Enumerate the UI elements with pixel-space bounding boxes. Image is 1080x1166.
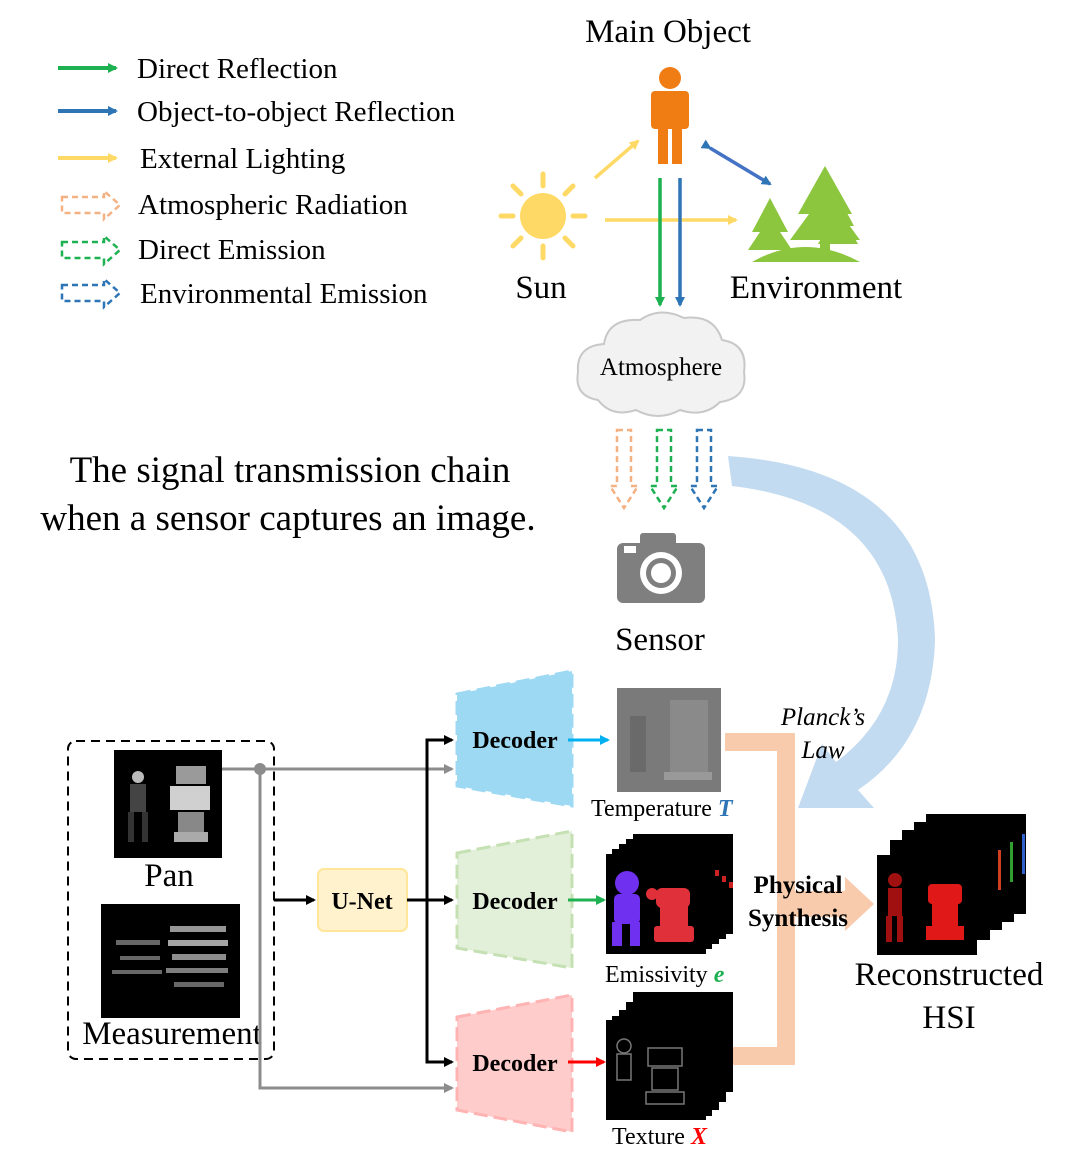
legend-label: Environmental Emission	[140, 278, 428, 310]
plancks-law-line-1: Planck’s	[780, 704, 865, 731]
trees-icon	[748, 166, 860, 262]
main-object-label: Main Object	[585, 14, 751, 50]
synthesis-bracket	[725, 733, 795, 1065]
legend-label: Direct Emission	[138, 234, 326, 266]
legend-item-direct-reflection: Direct Reflection	[58, 53, 338, 85]
camera-icon	[617, 533, 705, 603]
physical-synthesis-line-2: Synthesis	[748, 905, 848, 932]
legend-label: Direct Reflection	[137, 53, 338, 85]
emission-arrows	[607, 428, 721, 511]
legend-label: Object-to-object Reflection	[137, 96, 456, 128]
plancks-law-line-2: Law	[800, 737, 844, 764]
decoder-temperature: Decoder	[455, 669, 574, 808]
measurement-image	[101, 904, 240, 1018]
emissivity-label: Emissivity e	[605, 962, 725, 988]
cloud-icon	[576, 311, 746, 417]
legend-label: External Lighting	[140, 143, 345, 175]
caption-line-2: when a sensor captures an image.	[40, 498, 535, 539]
pan-label: Pan	[144, 858, 194, 894]
person-icon	[651, 67, 689, 164]
pan-image	[114, 750, 222, 858]
curved-flow-arrow	[728, 456, 935, 808]
sun-to-object-arrow	[593, 139, 640, 180]
texture-label: Texture X	[612, 1124, 708, 1150]
object-environment-arrow	[700, 139, 772, 186]
temperature-label: Temperature T	[591, 796, 734, 822]
environment-label: Environment	[730, 270, 902, 306]
emissivity-image-stack	[606, 834, 733, 954]
decoder-label: Decoder	[472, 889, 558, 915]
legend-item-direct-emission: Direct Emission	[60, 233, 326, 267]
sensor-label: Sensor	[615, 622, 705, 658]
sun-label: Sun	[515, 270, 566, 306]
caption-line-1: The signal transmission chain	[70, 450, 511, 491]
measurement-label: Measurement	[82, 1016, 262, 1052]
decoder-label: Decoder	[472, 728, 558, 754]
decoder-emissivity: Decoder	[455, 829, 574, 970]
legend-item-atmospheric-radiation: Atmospheric Radiation	[60, 188, 408, 222]
temperature-image	[617, 688, 721, 792]
legend-item-environmental-emission: Environmental Emission	[60, 276, 428, 310]
unet-branch-arrows	[407, 735, 454, 1067]
reconstructed-line-1: Reconstructed	[855, 957, 1044, 993]
legend-item-external-lighting: External Lighting	[58, 143, 345, 175]
legend: Direct Reflection Object-to-object Refle…	[58, 53, 456, 310]
reconstructed-line-2: HSI	[922, 1000, 975, 1036]
unet-label: U-Net	[331, 889, 392, 915]
sun-icon	[498, 171, 588, 261]
legend-label: Atmospheric Radiation	[138, 189, 408, 221]
junction-dot	[254, 763, 266, 775]
atmosphere-label: Atmosphere	[600, 354, 722, 381]
synthesis-arrow	[795, 877, 874, 931]
legend-item-object-reflection: Object-to-object Reflection	[58, 96, 456, 128]
reconstructed-hsi-stack	[877, 814, 1026, 955]
texture-image-stack	[606, 992, 733, 1120]
physical-synthesis-line-1: Physical	[754, 872, 843, 899]
decoder-label: Decoder	[472, 1051, 558, 1077]
decoder-texture: Decoder	[455, 993, 574, 1134]
